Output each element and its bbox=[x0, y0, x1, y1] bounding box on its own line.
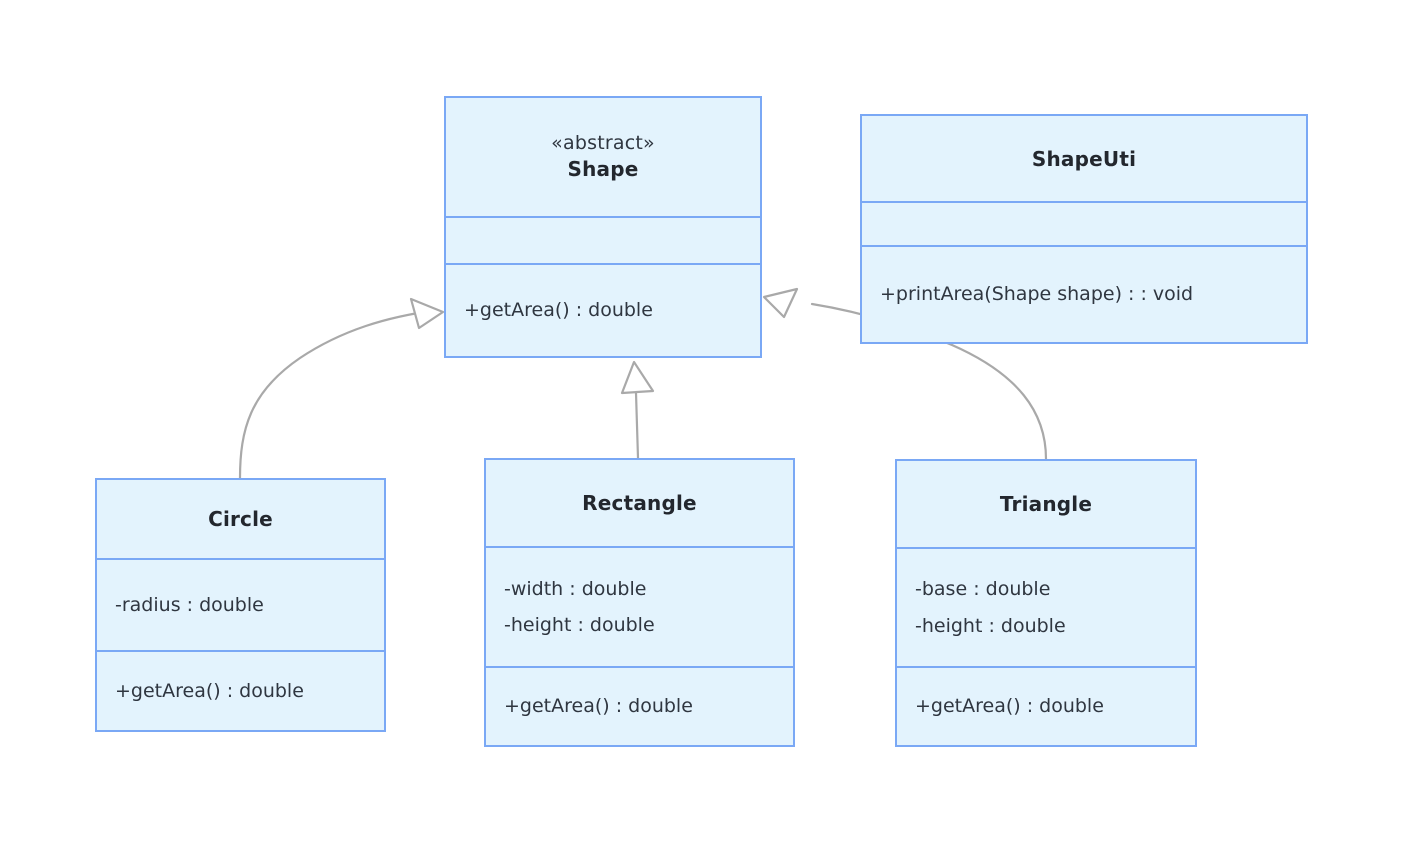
class-node-rectangle[interactable]: Rectangle -width : double -height : doub… bbox=[484, 458, 795, 747]
class-node-circle[interactable]: Circle -radius : double +getArea() : dou… bbox=[95, 478, 386, 732]
class-name-shape-util: ShapeUti bbox=[1031, 146, 1137, 171]
arrowhead-hollow-triangle bbox=[762, 287, 799, 319]
class-method: +printArea(Shape shape) : : void bbox=[880, 283, 1194, 306]
class-attribute: -base : double bbox=[915, 578, 1051, 601]
class-method: +getArea() : double bbox=[915, 695, 1104, 718]
edge-rectangle-inherits-shape bbox=[620, 360, 655, 460]
class-attributes-shape-util bbox=[862, 201, 1306, 245]
class-header-shape: «abstract» Shape bbox=[446, 98, 760, 216]
class-methods-circle: +getArea() : double bbox=[97, 650, 384, 730]
class-stereotype-shape: «abstract» bbox=[551, 132, 655, 155]
class-methods-triangle: +getArea() : double bbox=[897, 666, 1195, 745]
class-methods-shape: +getArea() : double bbox=[446, 263, 760, 356]
arrowhead-hollow-triangle bbox=[409, 297, 445, 330]
class-attribute: -height : double bbox=[504, 614, 655, 636]
class-name-triangle: Triangle bbox=[999, 492, 1093, 516]
class-method: +getArea() : double bbox=[504, 695, 693, 718]
class-attributes-shape bbox=[446, 216, 760, 263]
class-node-triangle[interactable]: Triangle -base : double -height : double… bbox=[895, 459, 1197, 747]
class-attributes-rectangle: -width : double -height : double bbox=[486, 546, 793, 666]
class-header-circle: Circle bbox=[97, 480, 384, 558]
class-methods-rectangle: +getArea() : double bbox=[486, 666, 793, 745]
class-node-shape[interactable]: «abstract» Shape +getArea() : double bbox=[444, 96, 762, 358]
class-header-rectangle: Rectangle bbox=[486, 460, 793, 546]
class-attribute: -width : double bbox=[504, 577, 647, 600]
edge-circle-inherits-shape bbox=[238, 297, 445, 480]
class-node-shape-util[interactable]: ShapeUti +printArea(Shape shape) : : voi… bbox=[860, 114, 1308, 344]
class-name-circle: Circle bbox=[208, 507, 273, 531]
arrowhead-hollow-triangle bbox=[620, 360, 655, 395]
class-header-triangle: Triangle bbox=[897, 461, 1195, 547]
class-attribute: -height : double bbox=[915, 614, 1066, 637]
class-attribute: -radius : double bbox=[115, 593, 264, 616]
class-methods-shape-util: +printArea(Shape shape) : : void bbox=[862, 245, 1306, 342]
class-header-shape-util: ShapeUti bbox=[862, 116, 1306, 201]
class-name-shape: Shape bbox=[567, 156, 639, 181]
class-attributes-triangle: -base : double -height : double bbox=[897, 547, 1195, 666]
class-method: +getArea() : double bbox=[115, 679, 304, 702]
class-method: +getArea() : double bbox=[464, 299, 653, 322]
class-name-rectangle: Rectangle bbox=[582, 491, 697, 515]
class-attributes-circle: -radius : double bbox=[97, 558, 384, 650]
